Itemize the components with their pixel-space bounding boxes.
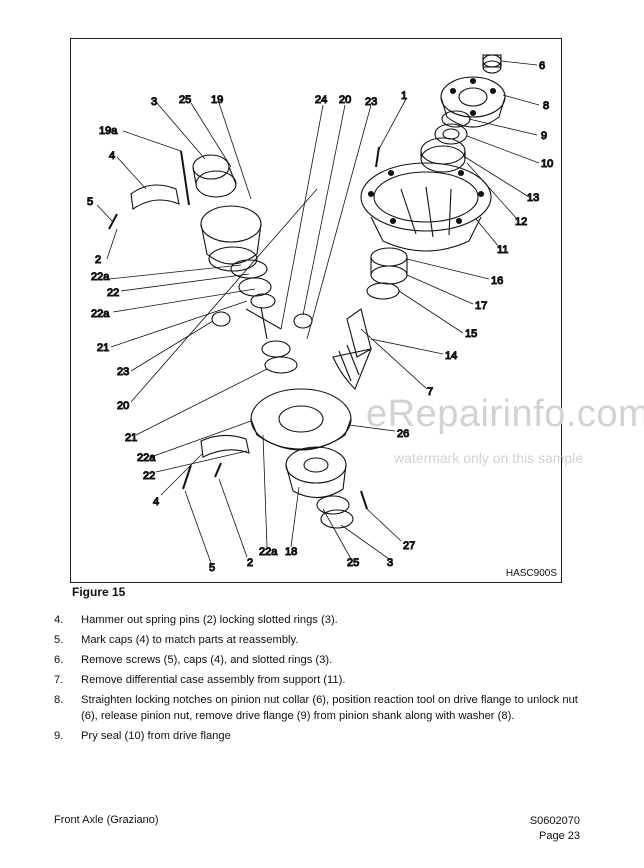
callout-12: 12 [515, 216, 527, 228]
callout-9: 9 [541, 130, 547, 142]
callout-27: 27 [403, 540, 415, 552]
callout-1: 1 [401, 90, 407, 102]
callout-16: 16 [491, 275, 503, 287]
callout-8: 8 [543, 100, 549, 112]
differential-support-part [360, 162, 492, 252]
step-number: 7. [54, 674, 64, 686]
callout-22-upper: 22 [107, 287, 119, 299]
step-text: Hammer out spring pins (2) locking slott… [81, 614, 338, 626]
callout-21-upper: 21 [97, 342, 109, 354]
bearing-cap-upper-part [108, 150, 190, 230]
callout-3-upper: 3 [151, 96, 157, 108]
callout-25-upper: 25 [179, 94, 191, 106]
step-item: 7. Remove differential case assembly fro… [54, 672, 594, 688]
step-number: 9. [54, 730, 64, 742]
callout-22a-upper: 22a [91, 271, 110, 283]
bearing-cap-lower-part [182, 434, 368, 510]
side-gears-part [211, 259, 313, 374]
callout-14: 14 [445, 350, 457, 362]
callout-23-lower: 23 [117, 366, 129, 378]
callout-19: 19 [211, 94, 223, 106]
callout-18: 18 [285, 546, 297, 558]
step-text: Pry seal (10) from drive flange [81, 730, 231, 742]
step-number: 6. [54, 654, 64, 666]
ring-gear-part [250, 388, 352, 451]
callout-20-lower: 20 [117, 400, 129, 412]
callout-11: 11 [497, 244, 508, 256]
pinion-bearing-part [420, 137, 466, 173]
footer-document-code: S0602070 [529, 815, 580, 827]
callout-19a: 19a [99, 125, 118, 137]
callout-15: 15 [465, 328, 477, 340]
step-item: 4. Hammer out spring pins (2) locking sl… [54, 612, 594, 628]
step-text: Mark caps (4) to match parts at reassemb… [81, 634, 299, 646]
callout-4-bottom: 4 [153, 496, 159, 508]
drive-pinion-part [332, 308, 372, 390]
callout-4-upper: 4 [109, 150, 115, 162]
callout-2-upper: 2 [95, 254, 101, 266]
right-bearing-part [316, 495, 354, 529]
differential-case-left-part [200, 205, 262, 272]
callout-26: 26 [397, 428, 409, 440]
left-bearing-part [192, 154, 237, 198]
footer-document-title: Front Axle (Graziano) [54, 814, 159, 826]
callout-5-upper: 5 [87, 196, 93, 208]
callout-20-upper: 20 [339, 94, 351, 106]
step-number: 4. [54, 614, 64, 626]
callout-24: 24 [315, 94, 327, 106]
screw-part-1 [375, 146, 380, 168]
pinion-nut-part [482, 54, 502, 74]
callout-10: 10 [541, 158, 553, 170]
callout-22-bottom: 22 [143, 470, 155, 482]
step-item: 6. Remove screws (5), caps (4), and slot… [54, 652, 594, 668]
step-item: 9. Pry seal (10) from drive flange [54, 728, 594, 744]
differential-case-right-part [285, 446, 347, 499]
callout-22a-bottom: 22a [259, 546, 278, 558]
callout-7: 7 [427, 386, 433, 398]
exploded-view-drawing: 6 8 9 10 13 12 11 16 17 15 14 7 26 27 3 … [86, 54, 554, 575]
step-number: 5. [54, 634, 64, 646]
leader-lines [96, 60, 540, 564]
callout-3-bottom: 3 [387, 557, 393, 569]
step-item: 5. Mark caps (4) to match parts at reass… [54, 632, 594, 648]
callout-22a-lower: 22a [137, 452, 156, 464]
step-item: 8. Straighten locking notches on pinion … [54, 692, 594, 724]
footer-page-info: S0602070 Page 23 [530, 814, 580, 844]
callout-2-bottom: 2 [247, 557, 253, 569]
figure-caption: Figure 15 [72, 585, 126, 599]
pinion-bearing-stack-part [366, 247, 408, 300]
procedure-steps: 4. Hammer out spring pins (2) locking sl… [54, 612, 594, 748]
callout-17: 17 [475, 300, 487, 312]
figure-code: HASC900S [505, 568, 557, 579]
callout-25-bottom: 25 [347, 557, 359, 569]
callout-13: 13 [527, 192, 539, 204]
callout-22a-middle: 22a [91, 308, 110, 320]
drive-flange-part [440, 76, 506, 128]
callout-6: 6 [539, 60, 545, 72]
step-text: Straighten locking notches on pinion nut… [81, 694, 578, 722]
callout-21-lower: 21 [125, 432, 137, 444]
callout-23-upper: 23 [365, 96, 377, 108]
callout-labels: 6 8 9 10 13 12 11 16 17 15 14 7 26 27 3 … [86, 59, 553, 574]
watermark-sub-text: watermark only on this sample [394, 450, 584, 466]
figure-frame: 6 8 9 10 13 12 11 16 17 15 14 7 26 27 3 … [70, 38, 562, 583]
footer-page-number: Page 23 [539, 830, 580, 842]
watermark-main-text: eRepairinfo.com [366, 393, 644, 435]
step-text: Remove differential case assembly from s… [81, 674, 346, 686]
callout-5-bottom: 5 [209, 562, 215, 574]
step-text: Remove screws (5), caps (4), and slotted… [81, 654, 333, 666]
step-number: 8. [54, 694, 64, 706]
